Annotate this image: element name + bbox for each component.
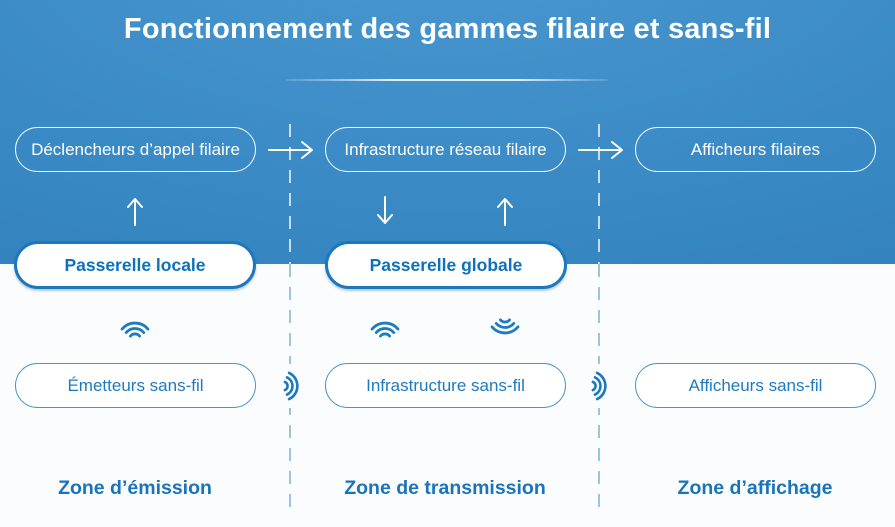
node-label: Infrastructure sans-fil — [366, 375, 525, 395]
arrow-right-icon — [576, 139, 628, 161]
node-label: Infrastructure réseau filaire — [344, 139, 547, 159]
node-wired-displays: Afficheurs filaires — [635, 127, 876, 172]
wifi-icon — [367, 316, 403, 340]
zone-label-emission: Zone d’émission — [58, 477, 212, 499]
arrow-up-icon — [125, 195, 145, 227]
zone-label-affichage: Zone d’affichage — [677, 477, 833, 499]
zone-label-transmission: Zone de transmission — [344, 477, 546, 499]
node-wireless-displays: Afficheurs sans-fil — [635, 363, 876, 408]
node-label: Déclencheurs d’appel filaire — [31, 139, 240, 159]
radio-waves-icon — [276, 364, 304, 408]
zone-separator-1-dashed-line-top — [289, 124, 291, 264]
node-label: Passerelle locale — [64, 254, 206, 275]
node-label: Afficheurs filaires — [690, 139, 821, 159]
radio-waves-icon — [584, 364, 612, 408]
wifi-inverted-icon — [487, 316, 523, 340]
zone-separator-2-dashed-line-top — [598, 124, 600, 264]
node-gateway-local: Passerelle locale — [14, 241, 256, 289]
node-label: Émetteurs sans-fil — [67, 375, 204, 395]
title-divider — [286, 79, 608, 81]
node-label: Afficheurs sans-fil — [688, 375, 823, 395]
node-wired-triggers: Déclencheurs d’appel filaire — [15, 127, 256, 172]
arrow-up-icon — [495, 195, 515, 227]
wifi-icon — [117, 316, 153, 340]
node-wireless-infrastructure: Infrastructure sans-fil — [325, 363, 566, 408]
header-background — [0, 0, 895, 264]
arrow-right-icon — [266, 139, 318, 161]
node-wireless-emitters: Émetteurs sans-fil — [15, 363, 256, 408]
node-label: Passerelle globale — [369, 254, 523, 275]
page-title: Fonctionnement des gammes filaire et san… — [123, 13, 772, 45]
node-wired-network: Infrastructure réseau filaire — [325, 127, 566, 172]
node-gateway-global: Passerelle globale — [325, 241, 567, 289]
arrow-down-icon — [375, 195, 395, 227]
